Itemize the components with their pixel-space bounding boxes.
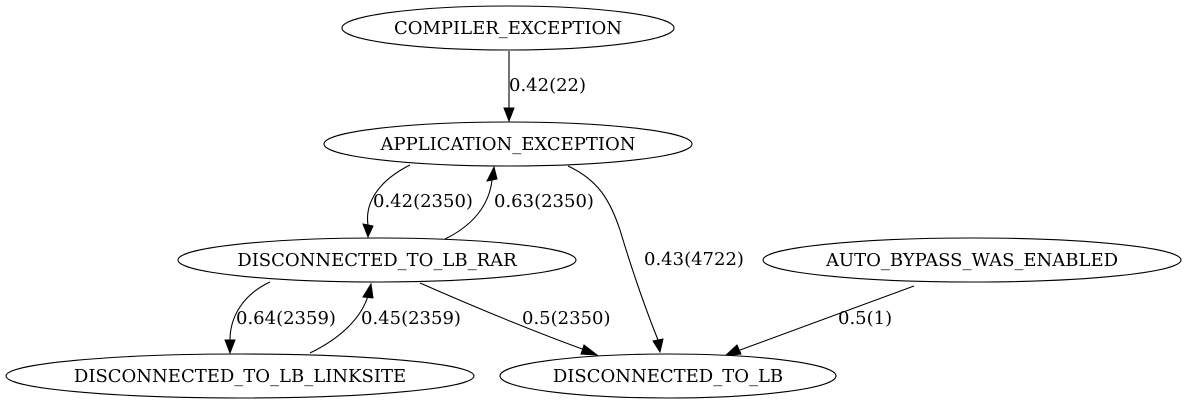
edge-line [444, 179, 493, 240]
edge-bypass-to-disconnected: 0.5(1) [723, 285, 915, 357]
edge-label: 0.43(4722) [644, 249, 744, 270]
node-ellipse [499, 353, 837, 399]
node-label: AUTO_BYPASS_WAS_ENABLED [825, 250, 1118, 271]
node-ellipse [341, 5, 675, 51]
edge-line [309, 295, 369, 354]
edge-arrowhead [224, 339, 236, 355]
node-disconnected-to-lb: DISCONNECTED_TO_LB [499, 353, 837, 399]
edge-rar-to-disconnected: 0.5(2350) [419, 282, 610, 356]
edge-label: 0.64(2359) [236, 308, 336, 329]
node-label: DISCONNECTED_TO_LB_RAR [237, 250, 517, 271]
edge-arrowhead [486, 165, 498, 182]
edge-label: 0.63(2350) [494, 191, 594, 212]
edge-line [366, 164, 411, 226]
node-label: DISCONNECTED_TO_LB [553, 366, 783, 387]
edge-arrowhead [580, 344, 599, 356]
edge-arrowhead [503, 107, 515, 123]
edge-arrowhead [652, 338, 664, 354]
edge-label: 0.5(2350) [522, 308, 610, 329]
edge-arrowhead [723, 344, 742, 357]
edge-line [567, 165, 659, 341]
edge-line [229, 281, 271, 341]
edge-rar-to-application: 0.63(2350) [444, 165, 594, 240]
node-auto-bypass-was-enabled: AUTO_BYPASS_WAS_ENABLED [762, 237, 1182, 283]
node-label: COMPILER_EXCEPTION [394, 18, 622, 39]
edge-line [419, 282, 586, 351]
edge-application-to-disconnected: 0.43(4722) [567, 165, 744, 354]
edge-arrowhead [362, 282, 374, 299]
edge-label: 0.45(2359) [361, 308, 461, 329]
node-disconnected-to-lb-rar: DISCONNECTED_TO_LB_RAR [177, 237, 577, 283]
node-disconnected-to-lb-linksite: DISCONNECTED_TO_LB_LINKSITE [5, 353, 475, 399]
node-ellipse [5, 353, 475, 399]
edge-line [739, 285, 915, 351]
edge-linksite-to-rar: 0.45(2359) [309, 282, 461, 354]
edge-label: 0.5(1) [838, 308, 892, 329]
edge-label: 0.42(22) [509, 75, 586, 96]
edge-arrowhead [362, 223, 374, 239]
node-label: DISCONNECTED_TO_LB_LINKSITE [74, 366, 406, 387]
node-ellipse [762, 237, 1182, 283]
node-ellipse [177, 237, 577, 283]
edge-rar-to-linksite: 0.64(2359) [224, 281, 336, 355]
node-label: APPLICATION_EXCEPTION [380, 134, 636, 155]
node-compiler-exception: COMPILER_EXCEPTION [341, 5, 675, 51]
node-ellipse [323, 121, 693, 167]
node-application-exception: APPLICATION_EXCEPTION [323, 121, 693, 167]
edge-label: 0.42(2350) [373, 191, 473, 212]
edge-compiler-to-application: 0.42(22) [503, 51, 586, 123]
edge-application-to-rar: 0.42(2350) [362, 164, 473, 239]
